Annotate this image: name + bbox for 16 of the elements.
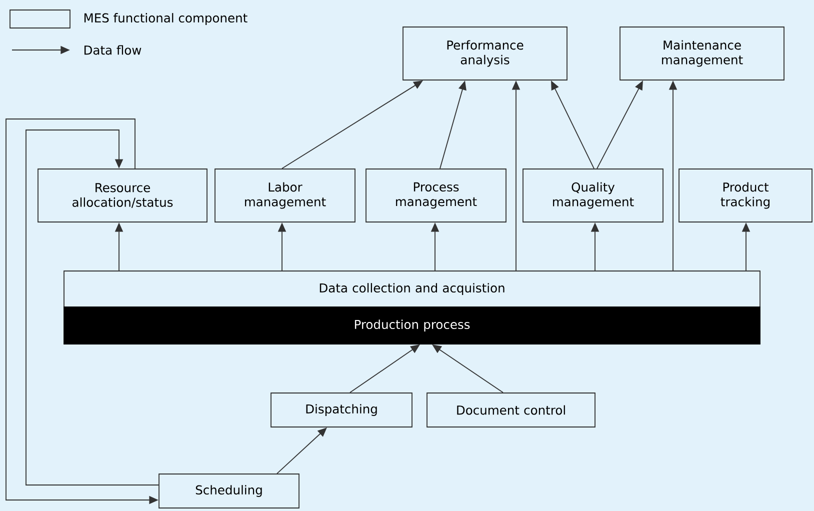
legend-label: Data flow	[84, 45, 142, 55]
component-box: Performance analysis	[402, 26, 568, 80]
component-box: Labor management	[214, 168, 356, 222]
component-box: Quality management	[522, 168, 664, 222]
component-box: Product tracking	[678, 168, 812, 222]
component-box: Scheduling	[158, 474, 300, 508]
arrow	[26, 130, 159, 486]
component-box: Document control	[426, 392, 596, 428]
legend-label: MES functional component	[84, 13, 248, 25]
process-band: Production process	[64, 306, 760, 344]
component-box: Resource allocation/status	[38, 168, 208, 222]
arrow	[276, 428, 327, 474]
component-box: Process management	[366, 168, 506, 222]
component-box: Dispatching	[270, 392, 412, 428]
process-band: Data collection and acquistion	[64, 270, 760, 308]
component-box: Maintenance management	[620, 26, 784, 80]
